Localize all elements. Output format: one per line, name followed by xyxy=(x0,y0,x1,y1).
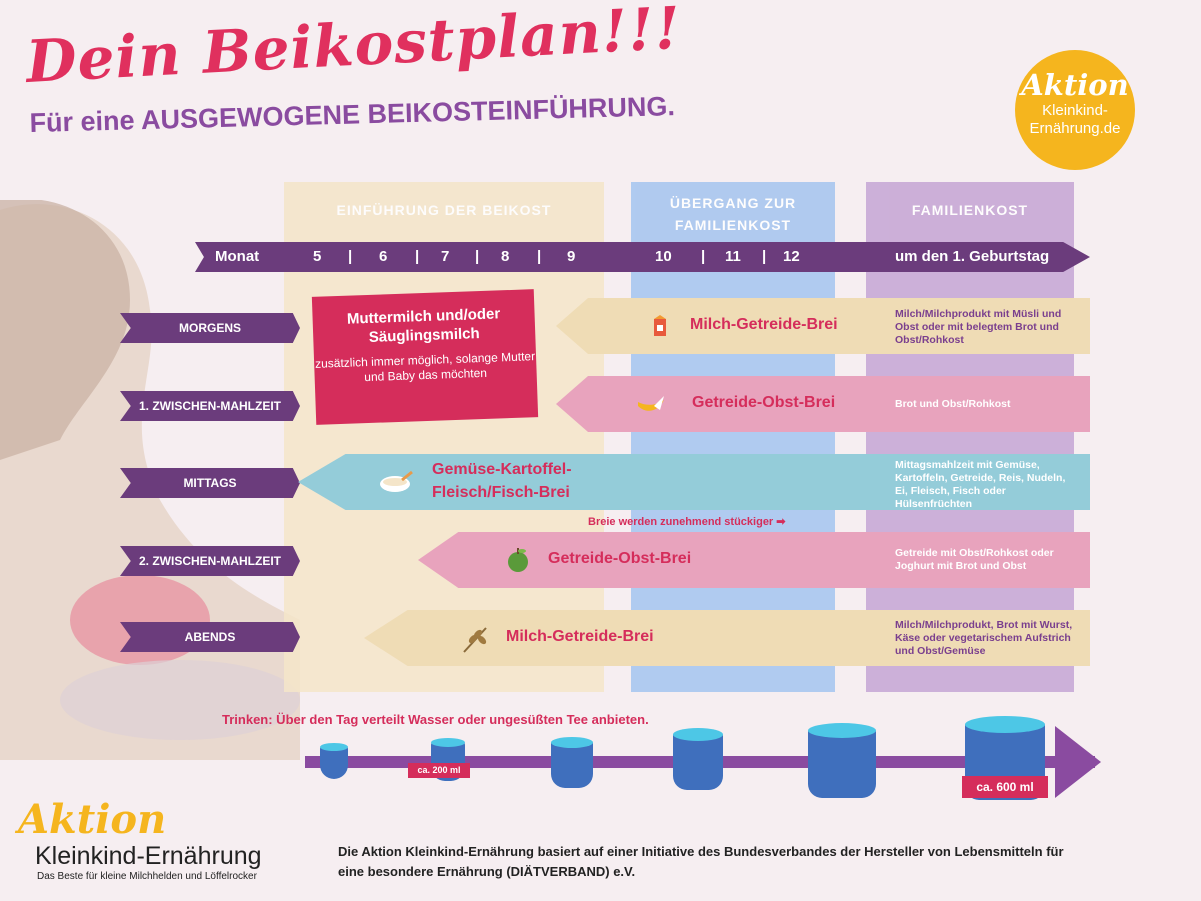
row-label-abends: ABENDS xyxy=(120,622,300,652)
cup-icon xyxy=(666,724,730,792)
month-12: 12 xyxy=(783,248,800,265)
logo-line-1: Aktion xyxy=(1021,68,1129,102)
meal-name: Getreide-Obst-Brei xyxy=(548,550,692,567)
drink-arrow-head xyxy=(1055,726,1101,798)
row-label-zwischen-1: 1. ZWISCHEN-MAHLZEIT xyxy=(120,391,300,421)
separator: | xyxy=(415,248,420,265)
page-title: Dein Beikostplan!!! xyxy=(24,0,683,96)
bowl-icon xyxy=(380,470,413,492)
page-subtitle: Für eine AUSGEWOGENE BEIKOSTEINFÜHRUNG. xyxy=(29,91,676,139)
phase-label: ÜBERGANG ZUR FAMILIENKOST xyxy=(669,195,797,233)
meal-name: Milch-Getreide-Brei xyxy=(506,628,654,645)
month-9: 9 xyxy=(567,248,576,265)
meal-name: Getreide-Obst-Brei xyxy=(692,394,836,411)
breastmilk-heading: Muttermilch und/oder Säuglingsmilch xyxy=(346,305,501,346)
family-food-text-mittags: Mittagsmahlzeit mit Gemüse, Kartoffeln, … xyxy=(895,459,1066,510)
footer-logo-name: Kleinkind-Ernährung xyxy=(35,842,262,870)
month-8: 8 xyxy=(501,248,510,265)
footer-logo-aktion: Aktion xyxy=(18,796,167,843)
family-food-text-zwischen-2: Getreide mit Obst/Rohkost oder Joghurt m… xyxy=(895,547,1054,572)
phase-label: EINFÜHRUNG DER BEIKOST xyxy=(336,202,552,218)
family-food-text-abends: Milch/Milchprodukt, Brot mit Wurst, Käse… xyxy=(895,619,1073,657)
drinks-text: Trinken: Über den Tag verteilt Wasser od… xyxy=(222,712,649,727)
row-label-mittags: MITTAGS xyxy=(120,468,300,498)
meal-name-line-2: Fleisch/Fisch-Brei xyxy=(432,484,570,501)
meal-arrow-abends: Milch-Getreide-Brei xyxy=(364,610,1090,666)
wheat-icon xyxy=(463,627,487,653)
texture-hint: Breie werden zunehmend stückiger ➡ xyxy=(588,516,786,528)
meal-arrow-zwischen-1: Getreide-Obst-Brei xyxy=(556,376,1090,432)
breastmilk-text: zusätzlich immer möglich, solange Mutter… xyxy=(314,349,536,385)
separator: | xyxy=(762,248,767,265)
volume-tag-small: ca. 200 ml xyxy=(408,763,470,778)
apple-icon xyxy=(508,548,528,572)
separator: | xyxy=(701,248,706,265)
row-label-morgens: MORGENS xyxy=(120,313,300,343)
meal-arrow-mittags: Gemüse-Kartoffel- Fleisch/Fisch-Brei xyxy=(298,454,1090,510)
meal-arrow-zwischen-2: Getreide-Obst-Brei xyxy=(418,532,1090,588)
separator: | xyxy=(475,248,480,265)
logo-line-3: Ernährung.de xyxy=(1029,120,1121,137)
phase-label: FAMILIENKOST xyxy=(911,202,1029,218)
footer-logo-tagline: Das Beste für kleine Milchhelden und Löf… xyxy=(37,871,257,882)
month-10: 10 xyxy=(655,248,672,265)
milk-carton-icon xyxy=(654,315,666,336)
cup-icon xyxy=(545,734,599,790)
logo-line-2: Kleinkind- xyxy=(1042,102,1108,119)
month-7: 7 xyxy=(441,248,450,265)
family-food-text-zwischen-1: Brot und Obst/Rohkost xyxy=(895,398,1011,410)
cup-icon xyxy=(316,741,352,781)
family-food-text-morgens: Milch/Milchprodukt mit Müsli und Obst od… xyxy=(895,308,1062,346)
meal-name: Milch-Getreide-Brei xyxy=(690,316,838,333)
month-11: 11 xyxy=(725,248,741,265)
month-5: 5 xyxy=(313,248,322,265)
separator: | xyxy=(348,248,353,265)
separator: | xyxy=(537,248,542,265)
aktion-logo-badge[interactable]: Aktion Kleinkind- Ernährung.de xyxy=(1015,50,1135,170)
banana-icon xyxy=(638,396,664,411)
meal-arrow-morgens: Milch-Getreide-Brei xyxy=(556,298,1090,354)
volume-tag-large: ca. 600 ml xyxy=(962,776,1048,798)
breastmilk-box: Muttermilch und/oder Säuglingsmilch zusä… xyxy=(311,289,539,425)
age-timeline: Monat 5 | 6 | 7 | 8 | 9 10 | 11 | 12 um … xyxy=(195,242,1090,272)
month-6: 6 xyxy=(379,248,388,265)
meal-name-line-1: Gemüse-Kartoffel- xyxy=(432,461,572,478)
timeline-end-label: um den 1. Geburtstag xyxy=(895,248,1050,265)
footer-description: Die Aktion Kleinkind-Ernährung basiert a… xyxy=(338,844,1064,879)
row-label-zwischen-2: 2. ZWISCHEN-MAHLZEIT xyxy=(120,546,300,576)
timeline-monat-label: Monat xyxy=(215,248,260,265)
cup-icon xyxy=(798,718,886,800)
